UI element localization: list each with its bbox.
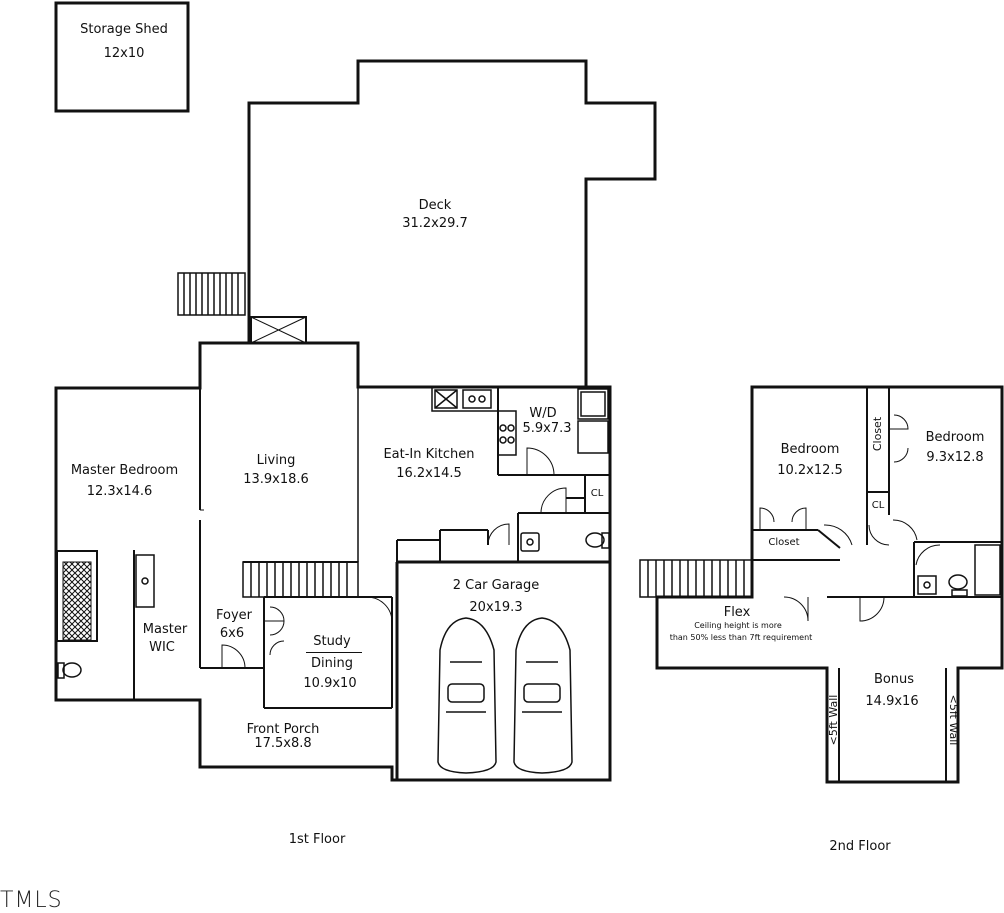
- wall-left-label: <5ft Wall: [827, 694, 840, 746]
- living-dim: 13.9x18.6: [243, 472, 309, 487]
- bedroom-2a-label: Bedroom: [780, 442, 840, 457]
- doors: [200, 447, 567, 669]
- washer-dryer: [577, 388, 609, 454]
- closet-vertical-label: Closet: [871, 416, 884, 452]
- bedroom-2a-dim: 10.2x12.5: [777, 463, 843, 478]
- master-bedroom-label: Master Bedroom: [70, 463, 179, 478]
- interior-stairs: [242, 561, 359, 598]
- closet-lower-label: Closet: [768, 537, 800, 548]
- garage-dim: 20x19.3: [469, 600, 523, 615]
- upper-fixtures: [917, 544, 1001, 597]
- bedroom-2b-dim: 9.3x12.8: [926, 450, 984, 465]
- study-label: Study: [313, 634, 351, 649]
- flex-label: Flex: [723, 605, 751, 620]
- upper-doors: [759, 414, 941, 622]
- garage-label: 2 Car Garage: [452, 578, 540, 593]
- storage-shed-dim: 12x10: [103, 46, 145, 61]
- second-floor-caption: 2nd Floor: [829, 839, 891, 854]
- kitchen-counters: [431, 386, 517, 456]
- storage-shed-outline: [54, 1, 190, 113]
- bonus-dim: 14.9x16: [865, 694, 919, 709]
- brand-logo: TMLS: [0, 888, 63, 913]
- deck-label: Deck: [418, 198, 452, 213]
- deck-stairs: [177, 272, 246, 316]
- kitchen-dim: 16.2x14.5: [396, 466, 462, 481]
- dining-label: Dining: [311, 656, 353, 671]
- deck-dim: 31.2x29.7: [402, 216, 468, 231]
- study-dining-dim: 10.9x10: [303, 676, 357, 691]
- wd-dim: 5.9x7.3: [522, 421, 572, 436]
- master-bedroom-dim: 12.3x14.6: [86, 484, 153, 499]
- foyer-label: Foyer: [215, 608, 252, 623]
- upper-stairs: [639, 559, 753, 598]
- master-wic-label: Master: [142, 622, 188, 637]
- front-porch-label: Front Porch: [246, 722, 320, 737]
- front-porch-dim: 17.5x8.8: [254, 736, 312, 751]
- wd-label: W/D: [529, 406, 557, 421]
- storage-shed-label: Storage Shed: [80, 22, 168, 37]
- car-right: [513, 617, 573, 774]
- cl-label: CL: [590, 488, 604, 499]
- car-left: [437, 617, 497, 774]
- flex-note-1: Ceiling height is more: [694, 621, 782, 630]
- bonus-label: Bonus: [873, 672, 915, 687]
- kitchen-label: Eat-In Kitchen: [383, 447, 475, 462]
- bedroom-2b-label: Bedroom: [925, 430, 985, 445]
- cl-upper-label: CL: [871, 500, 885, 511]
- master-wic-label-2: WIC: [149, 640, 175, 655]
- living-label: Living: [256, 453, 296, 468]
- wall-right-label: <5ft Wall: [947, 694, 960, 746]
- foyer-dim: 6x6: [219, 626, 245, 641]
- flex-note-2: than 50% less than 7ft requirement: [669, 633, 813, 642]
- study-dining-divider: [306, 652, 362, 653]
- bath-fixtures: [57, 532, 610, 679]
- master-shower: [56, 550, 98, 642]
- first-floor-caption: 1st Floor: [288, 832, 346, 847]
- deck-landing: [250, 316, 307, 344]
